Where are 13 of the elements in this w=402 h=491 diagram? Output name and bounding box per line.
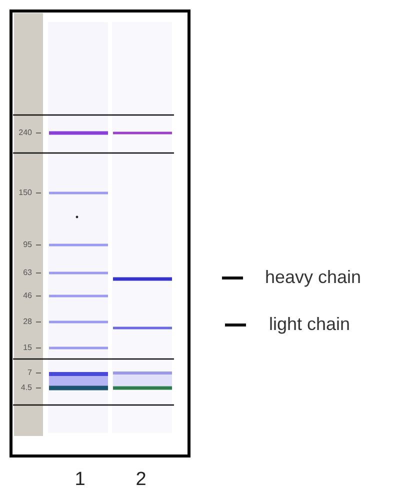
marker-size-label: 28 (22, 318, 32, 326)
band-label: light chain (269, 315, 350, 333)
marker-size-label: 46 (22, 292, 32, 300)
marker-size-label: 95 (22, 241, 32, 249)
marker-size-label: 63 (22, 269, 32, 277)
marker-size-label: 7 (26, 369, 32, 377)
marker-size-label: 150 (18, 189, 32, 197)
lane-number: 2 (134, 470, 148, 489)
marker-size-label: 4.5 (20, 384, 32, 392)
lane-number: 1 (74, 470, 86, 489)
band-label: heavy chain (265, 268, 362, 286)
marker-size-label: 240 (18, 129, 32, 137)
marker-size-label: 15 (22, 344, 32, 352)
